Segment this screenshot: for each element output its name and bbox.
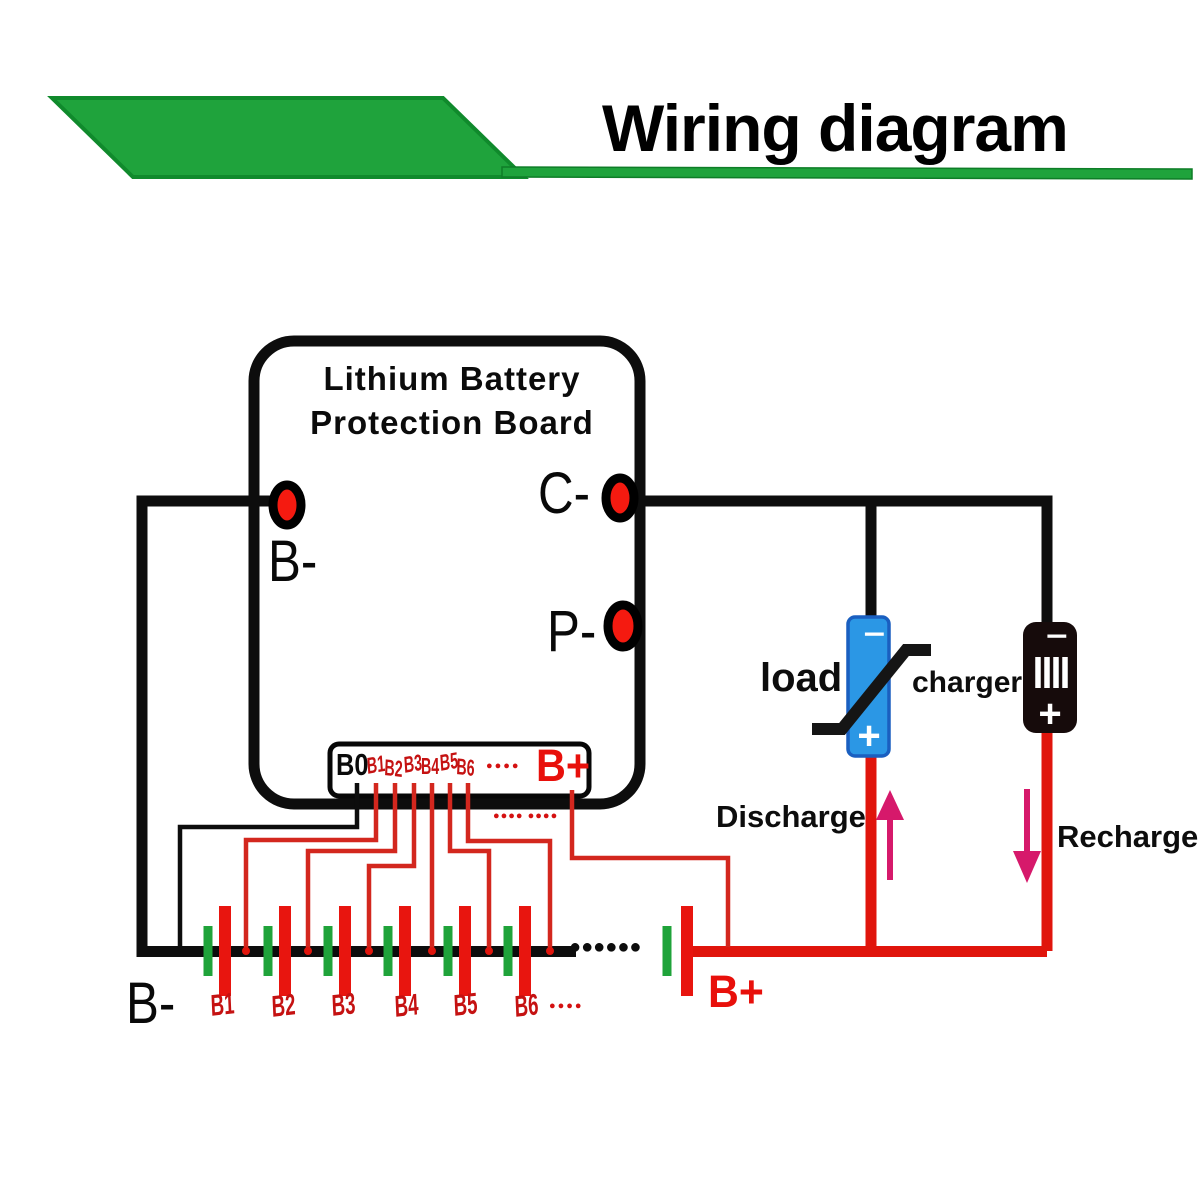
bus-junction-dots: [242, 947, 732, 955]
banner-parallelogram: [47, 96, 529, 179]
sense-wire-b3: [366, 783, 417, 948]
cell-positive-plates: [219, 906, 693, 996]
board-title-line1: Lithium Battery: [323, 360, 581, 397]
terminal-c-minus-label: C-: [538, 461, 591, 526]
sense-wire-b-plus: [569, 790, 731, 948]
strip-continuation-dots: ●●●●: [486, 760, 521, 772]
strip-pin-b0-label: B0: [336, 747, 369, 782]
switch-icon: [812, 644, 931, 735]
sense-wire-b0: [177, 783, 360, 948]
strip-pin-b1-label: B1: [366, 749, 386, 779]
charger-icon: [1023, 622, 1077, 733]
terminal-b-minus: [268, 480, 306, 530]
strip-pin-b2-label: B2: [383, 754, 404, 782]
sense-wire-b5: [447, 783, 492, 948]
protection-board-outline: [248, 335, 646, 810]
recharge-label: Recharge: [1057, 819, 1199, 854]
terminal-b-minus-label: B-: [268, 529, 318, 594]
discharge-label: Discharge: [716, 799, 866, 834]
strip-pin-b4-label: B4: [421, 753, 440, 779]
terminal-c-minus: [601, 473, 639, 523]
page-title: Wiring diagram: [602, 91, 1069, 165]
cell-b2-label: B2: [271, 988, 297, 1024]
strip-pin-b-plus-label: B+: [536, 740, 591, 791]
cell-negative-plates: [203, 926, 672, 976]
strip-pin-b3-label: B3: [403, 748, 423, 778]
board-title-line2: Protection Board: [310, 404, 594, 441]
battery-b-plus-label: B+: [708, 966, 764, 1017]
banner-line: [501, 166, 1193, 180]
terminal-p-minus-label: P-: [547, 599, 597, 664]
charger-label: charger: [912, 666, 1023, 699]
load-label: load: [760, 656, 843, 700]
cell-b3-label: B3: [331, 987, 357, 1023]
sense-wire-dots: ●●●● ●●●●: [493, 810, 559, 822]
cell-b6-label: B6: [514, 988, 540, 1024]
strip-pin-b6-label: B6: [455, 753, 476, 781]
charger-plug-bars-icon: [1035, 657, 1068, 688]
discharge-arrow-icon: [876, 790, 904, 880]
b-minus-wire-and-bus: [136, 495, 576, 957]
cell-b5-label: B5: [453, 987, 479, 1023]
c-minus-to-charger-wire: [618, 495, 1053, 627]
load-plus-sign: +: [857, 714, 881, 758]
recharge-arrow-icon: [1013, 789, 1041, 883]
load-battery-icon: [846, 615, 891, 758]
cell-continuation-dots: ●●●●: [549, 1000, 584, 1012]
charger-plus-sign: +: [1038, 692, 1062, 736]
cell-b1-label: B1: [210, 987, 236, 1023]
charger-minus-sign: −: [1045, 620, 1068, 653]
load-minus-sign: −: [863, 618, 886, 651]
battery-b-minus-label: B-: [126, 971, 176, 1036]
sense-wire-b2: [305, 783, 398, 948]
sense-wire-b1: [243, 783, 379, 948]
battery-ellipsis-dots: ●●●●●●: [569, 936, 642, 958]
sense-wire-b6: [465, 783, 553, 948]
cell-b4-label: B4: [394, 988, 420, 1024]
terminal-p-minus: [603, 600, 643, 652]
